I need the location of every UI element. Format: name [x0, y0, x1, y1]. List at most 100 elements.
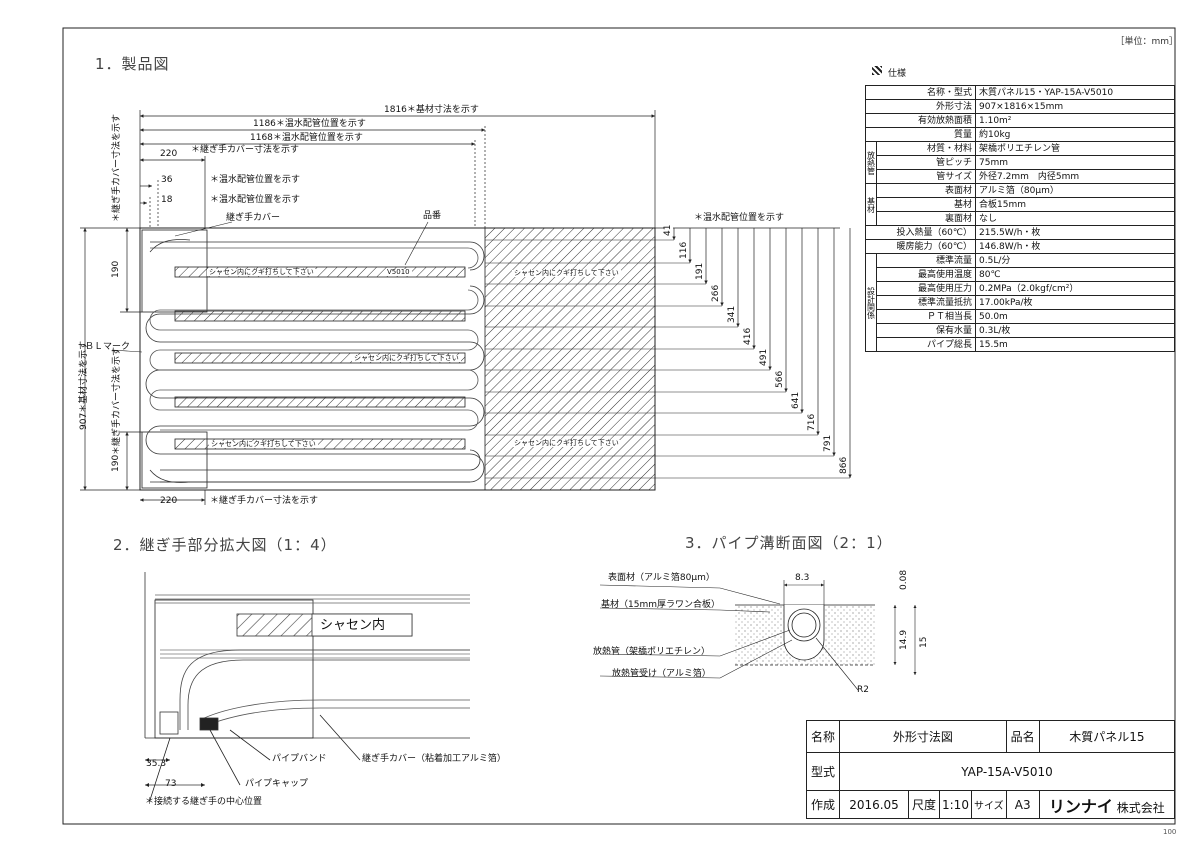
- spec-value: アルミ箔（80μm）: [975, 183, 1175, 198]
- spec-key: 裏面材: [876, 211, 976, 226]
- spec-value: 0.3L/枚: [975, 323, 1175, 338]
- pipe-label: 放熱管（架橋ポリエチレン）: [593, 647, 711, 657]
- r2-label: R2: [857, 685, 869, 695]
- spec-value: 0.2MPa（2.0kgf/cm²）: [975, 281, 1175, 296]
- brand-logo: リンナイ: [1048, 796, 1113, 816]
- title-block: 名称 外形寸法図 品名 木質パネル15 型式 YAP-15A-V5010 作成 …: [806, 720, 1176, 819]
- spec-row: 暖房能力（60℃）146.8W/h・枚: [865, 239, 1175, 254]
- top-dimensions: [139, 110, 656, 505]
- spec-key: パイプ総長: [876, 337, 976, 352]
- spec-key: 材質・材料: [876, 141, 976, 156]
- spec-group-label: 設計関係: [865, 253, 877, 352]
- dim-907: 907＊基材寸法を示す: [79, 340, 89, 430]
- right-dim-value: 416: [743, 327, 753, 345]
- page-number: 100: [1163, 828, 1177, 836]
- dim-14-9: 14.9: [899, 629, 909, 650]
- spec-key: 管サイズ: [876, 169, 976, 184]
- sheet-border: [62, 27, 1176, 825]
- joint-detail: [144, 572, 470, 801]
- right-dim-note: ＊温水配管位置を示す: [694, 213, 785, 223]
- spec-value: 80℃: [975, 267, 1175, 282]
- detail-dim-35: 35.3: [146, 759, 167, 769]
- spec-row: 基材表面材アルミ箔（80μm）: [865, 183, 1175, 226]
- spec-value: 50.0m: [975, 309, 1175, 324]
- spec-title: 仕様: [888, 69, 907, 79]
- surface-label: 表面材（アルミ箔80μm）: [608, 573, 715, 583]
- right-dim-value: 491: [759, 348, 769, 366]
- spec-swatch-icon: [872, 66, 882, 75]
- nail-text-5: シャセン内にクギ打ちして下さい: [512, 439, 621, 447]
- spec-key: 名称・型式: [865, 85, 976, 100]
- spec-value: 約10kg: [975, 127, 1175, 142]
- spec-row: 放熱管材質・材料架橋ポリエチレン管: [865, 141, 1175, 184]
- spec-key: 最高使用温度: [876, 267, 976, 282]
- tb-model-value: YAP-15A-V5010: [839, 752, 1175, 791]
- right-dimensions: [485, 227, 852, 479]
- tb-model-label: 型式: [806, 752, 840, 791]
- bl-mark-label: ＢＬマーク: [85, 342, 131, 352]
- joint-cover-label: 継ぎ手カバー: [226, 213, 281, 223]
- section-title-pipe: 3．パイプ溝断面図（2：1）: [685, 534, 893, 552]
- section-title-product: 1．製品図: [95, 55, 170, 73]
- spec-key: 投入熱量（60℃）: [865, 225, 976, 240]
- right-dim-value: 266: [711, 284, 721, 302]
- dim-36: 36: [161, 175, 173, 185]
- spec-row: 名称・型式木質パネル15・YAP-15A-V5010: [865, 85, 1175, 100]
- right-dim-value: 566: [775, 370, 785, 388]
- section-title-joint: 2．継ぎ手部分拡大図（1：4）: [113, 536, 337, 554]
- spec-value: 架橋ポリエチレン管: [975, 141, 1175, 156]
- spec-value: 合板15mm: [975, 197, 1175, 212]
- tb-size-label: サイズ: [970, 790, 1007, 819]
- product-no-label: 品番: [423, 211, 442, 221]
- spec-row: 裏面材なし: [866, 211, 1175, 226]
- spec-value: 146.8W/h・枚: [975, 239, 1175, 254]
- spec-key: 標準流量: [876, 253, 976, 268]
- nail-text-2: シャセン内にクギ打ちして下さい: [352, 354, 461, 362]
- dim-1168: 1168＊温水配管位置を示す: [250, 133, 363, 143]
- spec-row: 投入熱量（60℃）215.5W/h・枚: [865, 225, 1175, 240]
- tb-name-label: 名称: [806, 720, 840, 753]
- dim-18: 18: [161, 195, 173, 205]
- model-text: V5010: [385, 268, 412, 276]
- dim-220-note: ＊継ぎ手カバー寸法を示す: [191, 145, 300, 155]
- dim-18-note: ＊温水配管位置を示す: [210, 195, 301, 205]
- spec-key: 管ピッチ: [876, 155, 976, 170]
- spec-value: 外径7.2mm 内径5mm: [975, 169, 1175, 184]
- dim-1186: 1186＊温水配管位置を示す: [253, 119, 366, 129]
- tb-date: 2016.05: [839, 790, 909, 819]
- spec-value: 0.5L/分: [975, 253, 1175, 268]
- center-note: ＊接続する継ぎ手の中心位置: [145, 797, 263, 807]
- dim-15: 15: [919, 636, 929, 648]
- detail-shasen-label: シャセン内: [320, 618, 386, 633]
- dim-190-note-top: ＊継ぎ手カバー寸法を示す: [112, 113, 122, 222]
- spec-key: 表面材: [876, 183, 976, 198]
- spec-row: 基材合板15mm: [866, 197, 1175, 212]
- nail-text-4: シャセン内にクギ打ちして下さい: [512, 269, 621, 277]
- pipe-section: [599, 580, 917, 691]
- spec-key: 基材: [876, 197, 976, 212]
- spec-key: 保有水量: [876, 323, 976, 338]
- dim-220-bottom-note: ＊継ぎ手カバー寸法を示す: [210, 496, 319, 506]
- dim-36-note: ＊温水配管位置を示す: [210, 175, 301, 185]
- spec-value: 215.5W/h・枚: [975, 225, 1175, 240]
- right-dim-value: 41: [663, 224, 673, 236]
- nail-text-1: シャセン内にクギ打ちして下さい: [207, 268, 316, 276]
- spec-key: ＰＴ相当長: [876, 309, 976, 324]
- tb-scale-label: 尺度: [908, 790, 940, 819]
- tb-product-value: 木質パネル15: [1038, 720, 1176, 753]
- spec-key: 暖房能力（60℃）: [865, 239, 976, 254]
- spec-value: 75mm: [975, 155, 1175, 170]
- base-label: 基材（15mm厚ラワン合板）: [601, 600, 720, 610]
- detail-dim-73: 73: [165, 779, 177, 789]
- spec-group-label: 基材: [865, 183, 877, 226]
- spec-value: 1.10m²: [975, 113, 1175, 128]
